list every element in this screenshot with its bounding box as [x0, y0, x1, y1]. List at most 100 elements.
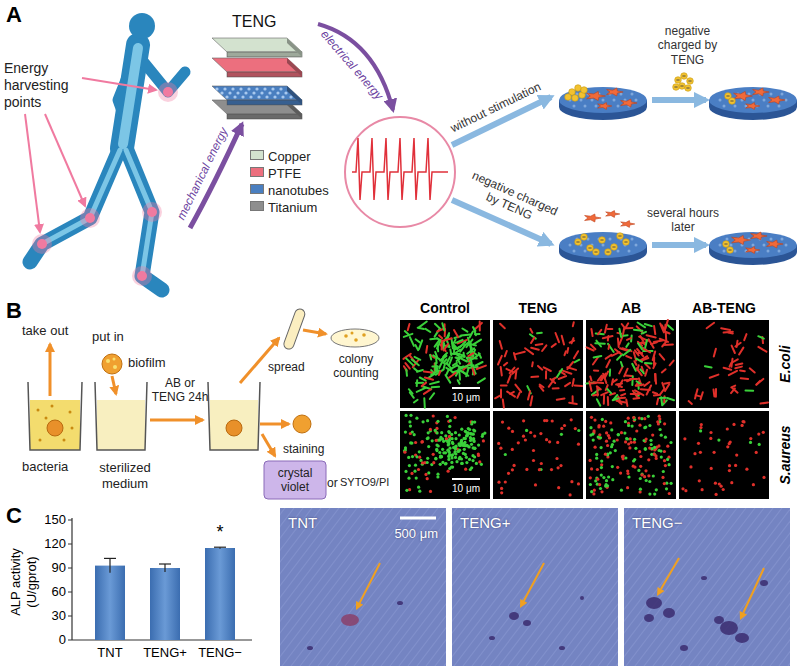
- fluorescence-image: [472, 368, 474, 374]
- fluorescence-image: [405, 363, 409, 369]
- implant-disc: [719, 244, 722, 247]
- implant-disc: [723, 250, 726, 253]
- micrograph-image: [580, 508, 618, 666]
- figure-label: 30: [38, 608, 66, 624]
- fluorescence-image: [435, 439, 438, 442]
- fluorescence-image: [604, 485, 607, 488]
- fluorescence-image: [658, 415, 661, 418]
- fluorescence-image: [645, 438, 648, 441]
- fluorescence-image: [536, 343, 543, 346]
- fluorescence-image: [594, 356, 602, 358]
- micrograph-image: [653, 508, 773, 666]
- micrograph-image: [454, 508, 574, 666]
- fluorescence-image: [449, 373, 456, 378]
- fluorescence-image: [451, 353, 460, 355]
- fluorescence-image: [653, 351, 656, 360]
- micrograph-image: [743, 508, 790, 666]
- stain-spot: [489, 636, 495, 640]
- fluorescence-image: [457, 450, 460, 453]
- fluorescence-image: [427, 436, 430, 439]
- fluorescence-image: [644, 448, 647, 451]
- fluorescence-image: [471, 421, 474, 424]
- fluorescence-image: [510, 392, 514, 394]
- fluorescence-image: [424, 389, 431, 394]
- fluorescence-image: [660, 339, 668, 342]
- fluorescence-image: [408, 324, 410, 330]
- bacterium: [727, 247, 734, 254]
- figure-label: or: [327, 476, 338, 490]
- fluorescence-image: [698, 479, 701, 482]
- fluorescence-image: [732, 346, 735, 353]
- fluorescence-image: [726, 445, 729, 448]
- bacterium: [675, 77, 682, 84]
- fluorescence-image: [545, 371, 547, 378]
- label-box: without stimulation: [446, 76, 543, 137]
- fluorescence-image: [574, 351, 578, 358]
- fluorescence-image: [731, 359, 732, 367]
- fluorescence-image: [463, 448, 466, 451]
- figure-label: electrical energy: [318, 27, 386, 102]
- fluorescence-image: [451, 437, 454, 440]
- fluorescence-image: [422, 383, 426, 387]
- fluorescence-image: [574, 427, 577, 430]
- figure-label: negative charged by TENG: [645, 24, 730, 67]
- pointer-arrow: [45, 114, 85, 206]
- implant-disc: [584, 250, 587, 253]
- fluorescence-image: [447, 458, 450, 461]
- implant-disc: [617, 105, 620, 108]
- fluorescence-image: [441, 341, 443, 350]
- beaker: [47, 420, 63, 436]
- teng-stack: [223, 87, 226, 90]
- fluorescence-image: [572, 338, 574, 343]
- fluorescence-image: [651, 434, 654, 437]
- fluorescence-image: [443, 338, 452, 341]
- fluorescence-image: [592, 492, 595, 495]
- label-box: C: [6, 503, 22, 529]
- fluorescence-image: [752, 483, 755, 486]
- fluorescence-image: [447, 443, 450, 446]
- pointer-arrow: [743, 568, 764, 613]
- fluorescence-image: [426, 461, 429, 464]
- teng-stack: [233, 95, 236, 98]
- panel-letter: A: [6, 2, 22, 27]
- bacteria-dots: [51, 405, 54, 408]
- charge-sign: [624, 242, 627, 243]
- fluorescence-image: [430, 355, 431, 360]
- flow-arrow: [262, 434, 275, 456]
- fluorescence-image: [448, 453, 451, 456]
- micrograph-image: [779, 508, 790, 666]
- implant-disc: [591, 99, 594, 102]
- petri-dish: [362, 333, 366, 337]
- fluorescence-image: [516, 352, 525, 354]
- micrograph-panel: TENG−: [624, 508, 790, 666]
- fluorescence-image: [474, 340, 481, 345]
- micrograph-image: [508, 508, 618, 666]
- fluorescence-image: [598, 376, 602, 381]
- micrograph-image: [280, 508, 366, 666]
- bacterium: [575, 85, 582, 92]
- fluorescence-image: [435, 444, 438, 447]
- implant-disc: [734, 105, 737, 108]
- teng-stack: [225, 95, 228, 98]
- fluorescence-image: [498, 356, 502, 365]
- fluorescence-image: [462, 329, 467, 332]
- fluorescence-image: [448, 467, 451, 470]
- fluorescence-image: [627, 424, 630, 427]
- fluorescence-image: [624, 334, 628, 337]
- fluorescence-image: [592, 439, 595, 442]
- fluorescence-image: [507, 369, 514, 372]
- fluorescence-image: [513, 464, 516, 467]
- fluorescence-image: [627, 327, 633, 329]
- fluorescence-image: [681, 487, 684, 490]
- figure-label: colony counting: [318, 352, 394, 381]
- teng-stack: [227, 72, 302, 77]
- fluorescence-image: [746, 390, 754, 392]
- fluorescence-image: [507, 427, 510, 430]
- fluorescence-image: [461, 334, 470, 335]
- fluorescence-image: [628, 446, 631, 449]
- fluorescence-image: [641, 473, 644, 476]
- charge-sign: [600, 240, 603, 241]
- fluorescence-image: [426, 419, 429, 422]
- fluorescence-image: [599, 436, 602, 439]
- fluorescence-image: [504, 363, 507, 366]
